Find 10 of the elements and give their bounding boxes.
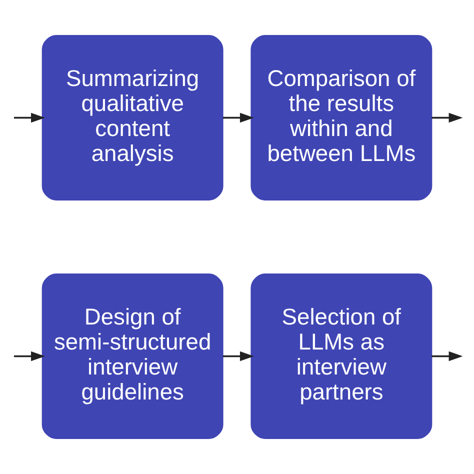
node-box: Summarizing qualitative content analysis <box>42 35 224 200</box>
node-box: Selection of LLMs as interview partners <box>250 274 432 439</box>
arrow <box>432 112 463 123</box>
arrow <box>14 112 45 123</box>
arrow <box>432 351 463 362</box>
node-box: Design of semi-structured interview guidelines <box>42 274 224 439</box>
node-box: Comparison of the results within and between LLMs <box>250 35 432 200</box>
arrow <box>222 351 254 362</box>
arrow <box>14 351 45 362</box>
arrow <box>222 112 254 123</box>
